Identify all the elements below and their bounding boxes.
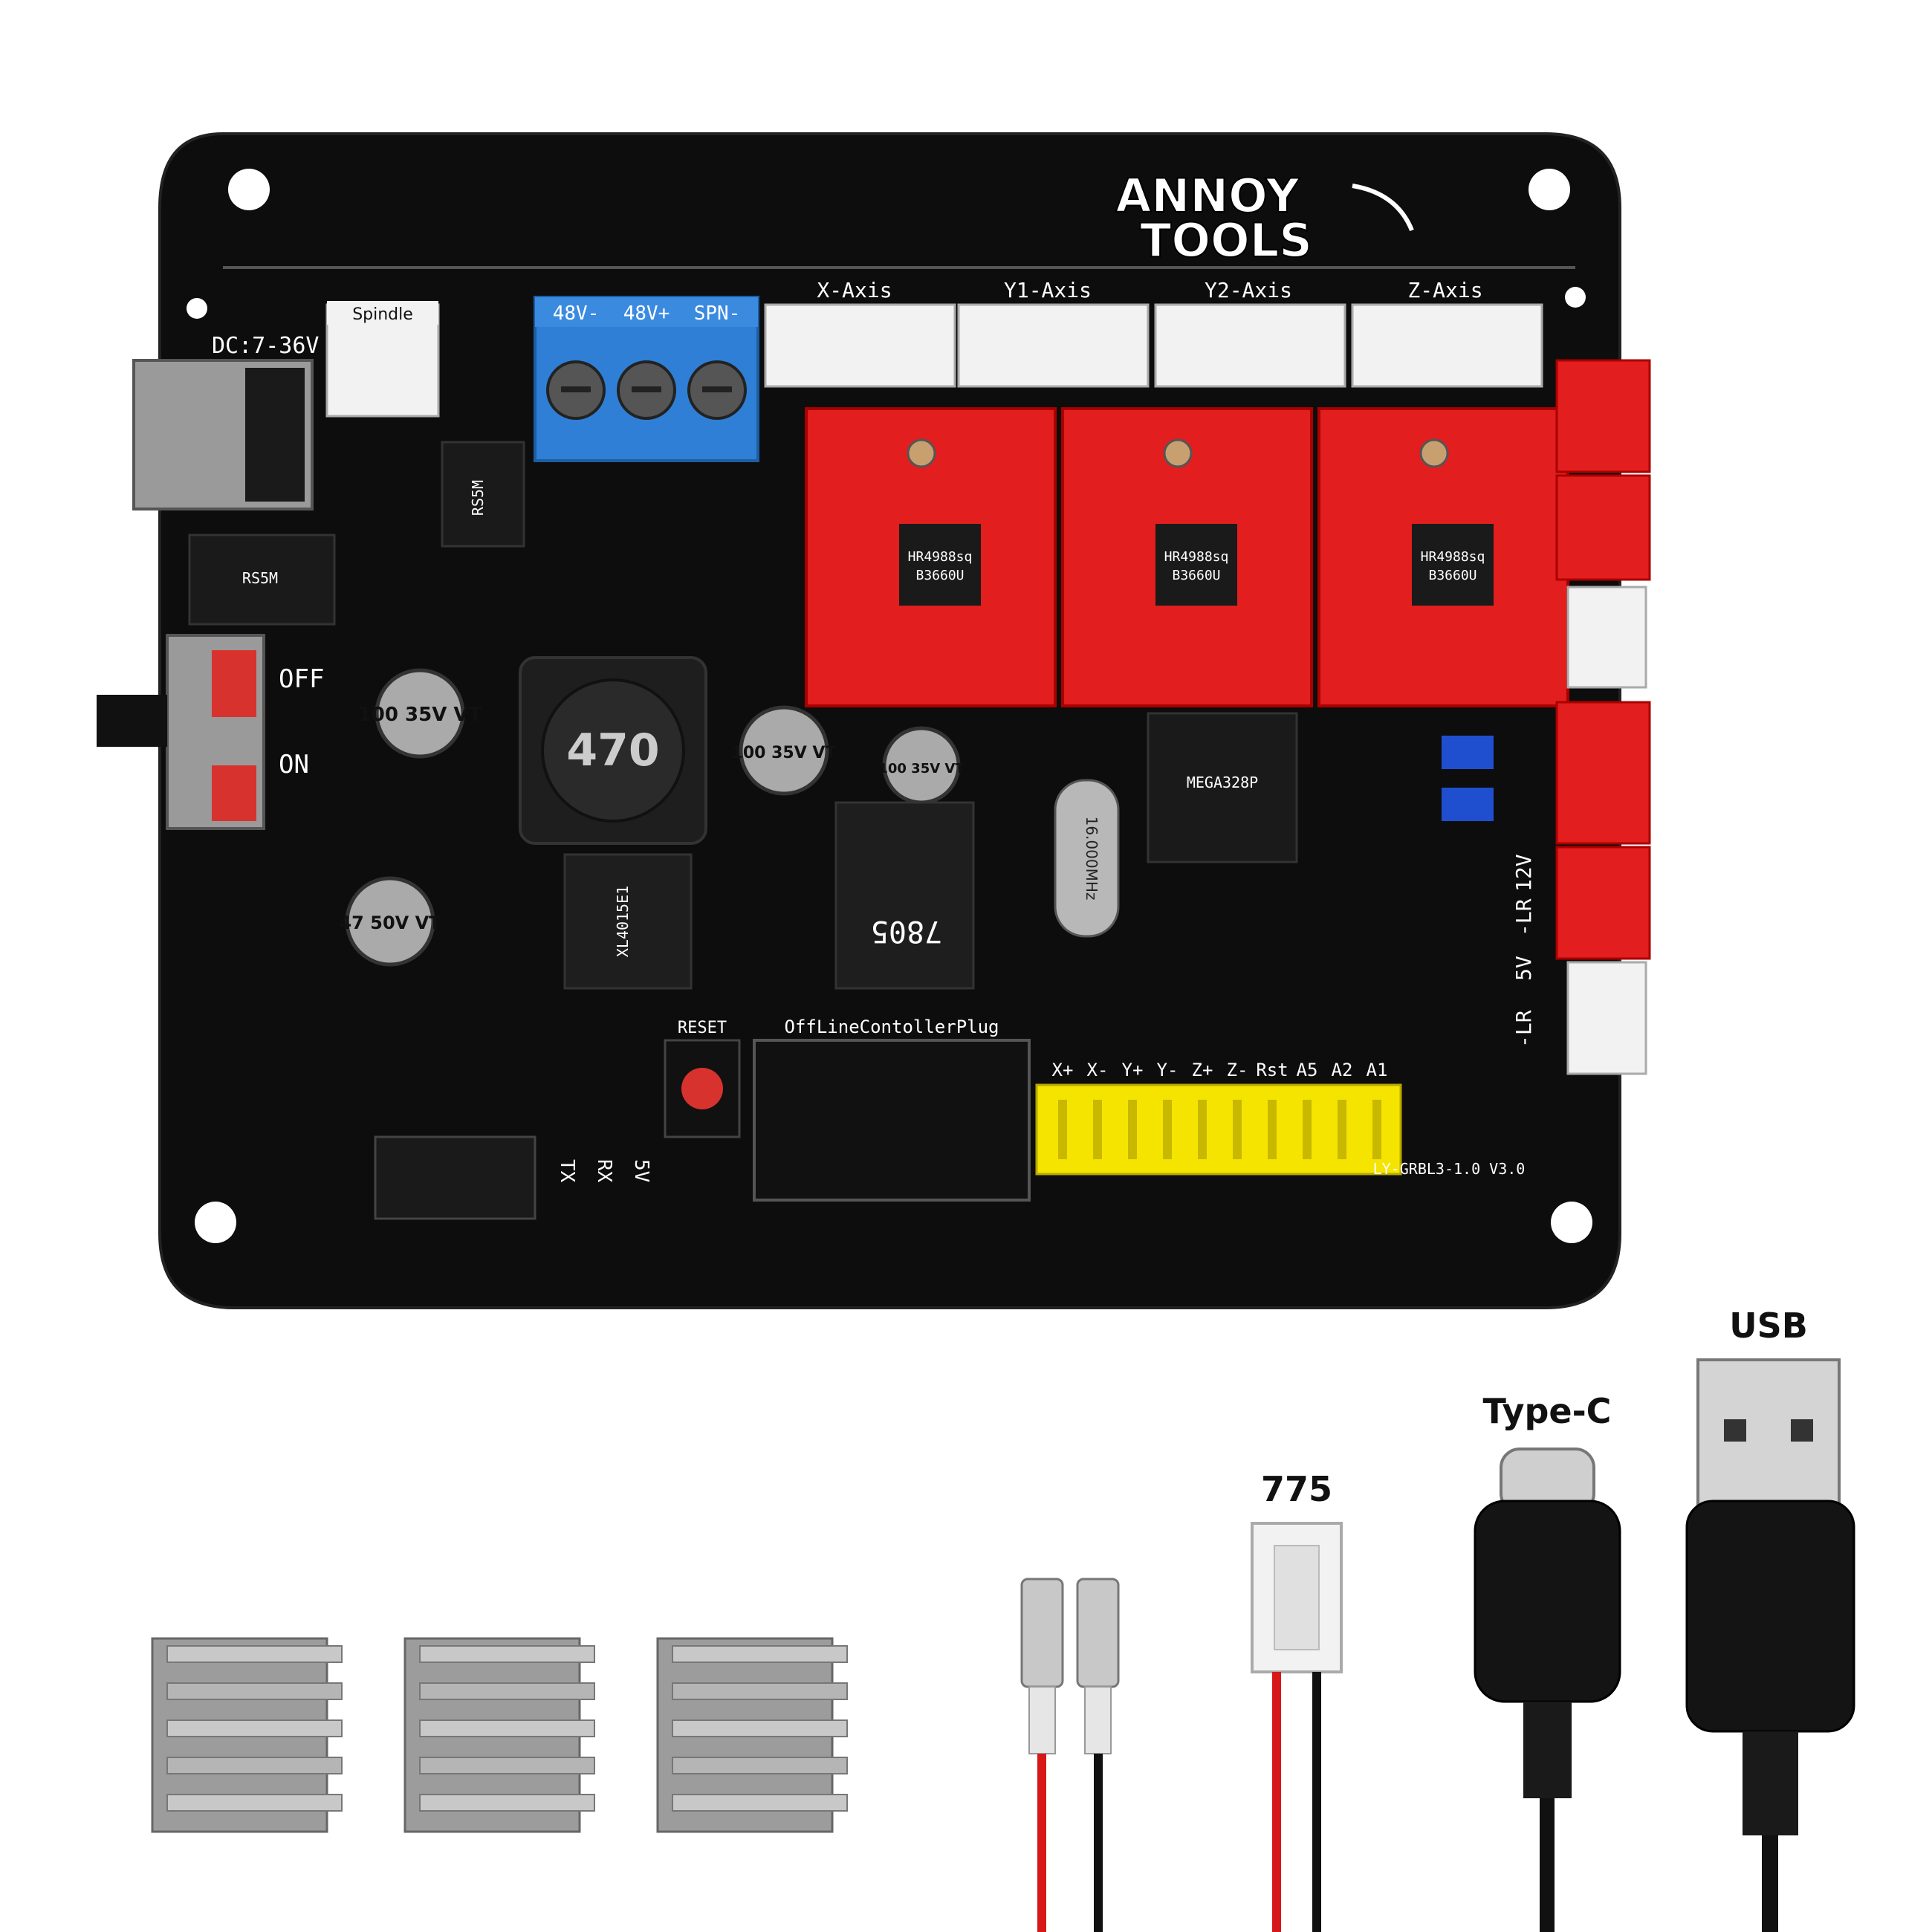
uart-label: 5V <box>630 1159 652 1182</box>
switch-on-label: ON <box>279 750 309 779</box>
heatsinks <box>151 1637 848 1833</box>
uart-label: RX <box>593 1159 615 1183</box>
mcu-chip <box>1147 712 1298 863</box>
driver-chip-text: B3660U <box>915 568 964 583</box>
voltage-label: 5V <box>1511 956 1536 981</box>
terminal-label: 48V- <box>553 302 600 325</box>
offline-controller-plug <box>753 1039 1031 1202</box>
capacitor-text: 100 35V VT <box>732 744 837 762</box>
mount-hole <box>1551 1202 1592 1243</box>
pin-label: Y+ <box>1122 1060 1144 1080</box>
pin-label: Z- <box>1227 1060 1248 1080</box>
laser-label: -LR <box>1511 1010 1536 1048</box>
header-pin <box>1198 1100 1207 1159</box>
diode-text: RS5M <box>469 480 487 516</box>
pin-label: Rst <box>1256 1060 1288 1080</box>
axis-connectors: X-Axis Y1-Axis Y2-Axis Z-Axis <box>764 278 1543 388</box>
capacitor-text: 100 35V VT <box>878 761 965 777</box>
header-pin <box>1233 1100 1242 1159</box>
pin-label: A2 <box>1332 1060 1353 1080</box>
regulator-text: 7805 <box>871 914 942 948</box>
pin-label: Z+ <box>1192 1060 1213 1080</box>
header-pin <box>1093 1100 1102 1159</box>
cable-label-775: 775 <box>1261 1469 1332 1509</box>
terminal-label: 48V+ <box>623 302 670 325</box>
board-version-text: LY-GRBL3-1.0 V3.0 <box>1373 1160 1526 1178</box>
axis-label: X-Axis <box>817 278 892 302</box>
driver-chip-text: B3660U <box>1428 568 1476 583</box>
uart-label: TX <box>556 1159 578 1183</box>
logo-annoy: ANNOY <box>1115 169 1300 223</box>
cable-label-typec: Type-C <box>1483 1391 1612 1431</box>
limit-connectors: 12V 5V -LR -LR <box>1511 359 1651 1075</box>
axis-label: Z-Axis <box>1407 278 1482 302</box>
heatsink <box>403 1637 595 1833</box>
typec-cable: Type-C <box>1474 1391 1621 1932</box>
dc-label: DC:7-36V <box>212 333 320 359</box>
header-pin <box>1058 1100 1067 1159</box>
cable-label-usb: USB <box>1729 1306 1808 1346</box>
pin-labels: X+ X- Y+ Y- Z+ Z- Rst A5 A2 A1 <box>1052 1060 1388 1159</box>
motor-775-cable: 775 <box>1251 1469 1343 1932</box>
heatsink <box>151 1637 343 1833</box>
mount-hole <box>1529 169 1570 210</box>
brand-logo: ANNOY TOOLS <box>1115 168 1414 268</box>
usb-cable: USB <box>1685 1306 1855 1932</box>
pin-label: X- <box>1087 1060 1109 1080</box>
header-pin <box>1303 1100 1312 1159</box>
mount-hole <box>195 1202 236 1243</box>
mount-hole <box>228 169 270 210</box>
crystal-text: 16.000MHz <box>1083 817 1100 901</box>
header-pin <box>1372 1100 1381 1159</box>
pin-label: Y- <box>1157 1060 1179 1080</box>
driver-chip-text: B3660U <box>1172 568 1220 583</box>
buck-converter-chip <box>563 853 693 990</box>
axis-label: Y2-Axis <box>1205 278 1292 302</box>
spade-connector-cable <box>1020 1578 1120 1932</box>
axis-label: Y1-Axis <box>1004 278 1092 302</box>
diode-text: RS5M <box>242 569 278 587</box>
reset-label: RESET <box>678 1019 727 1037</box>
mcu-text: MEGA328P <box>1187 774 1258 791</box>
pin-label: X+ <box>1052 1060 1074 1080</box>
header-pin <box>1128 1100 1137 1159</box>
pin-label: A5 <box>1297 1060 1318 1080</box>
heatsink <box>656 1637 848 1833</box>
capacitors: 100 35V VT 100 35V VT 100 35V VT 47 50V … <box>339 668 965 967</box>
offline-plug-label: OffLineContollerPlug <box>785 1017 999 1037</box>
laser-label: -LR <box>1511 898 1536 936</box>
header-pin <box>1163 1100 1172 1159</box>
power-switch: OFF ON <box>97 634 324 830</box>
driver-chip-text: HR4988sq <box>1164 549 1229 565</box>
terminal-label: SPN- <box>694 302 741 325</box>
header-pin <box>1268 1100 1277 1159</box>
capacitor-text: 100 35V VT <box>358 704 482 726</box>
buck-text: XL4015E1 <box>614 886 632 957</box>
inductor-text: 470 <box>566 724 659 777</box>
voltage-label: 12V <box>1511 854 1536 892</box>
switch-off-label: OFF <box>279 664 324 694</box>
power-terminal-block: 48V- 48V+ SPN- <box>534 296 759 462</box>
controller-board: ANNOY TOOLS X-Axis Y1-Axis Y2-Axis Z-Axi… <box>97 132 1651 1309</box>
pin-label: A1 <box>1367 1060 1388 1080</box>
stepper-drivers: HR4988sq B3660U HR4988sq B3660U HR4988sq… <box>805 407 1569 707</box>
voltage-regulator <box>834 801 975 990</box>
driver-chip-text: HR4988sq <box>908 549 973 565</box>
logo-tools: TOOLS <box>1140 213 1312 268</box>
spindle-label: Spindle <box>352 305 413 324</box>
header-pin <box>1338 1100 1346 1159</box>
uart-labels: TX RX 5V <box>556 1159 652 1183</box>
driver-chip-text: HR4988sq <box>1421 549 1485 565</box>
crystal <box>1054 779 1120 938</box>
capacitor-text: 47 50V VT <box>339 912 441 933</box>
